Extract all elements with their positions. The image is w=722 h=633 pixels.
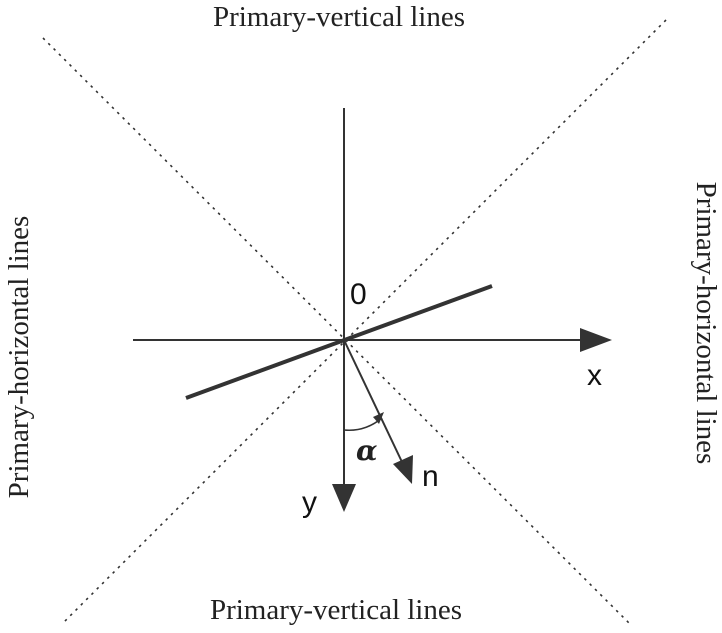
y-axis-arrowhead <box>332 484 356 512</box>
normal-vector-line <box>343 339 403 463</box>
y-axis-label: y <box>302 486 317 519</box>
diagonal-dotted-line-2 <box>61 19 667 625</box>
normal-vector-arrowhead <box>393 455 413 484</box>
angle-arc-arrowhead <box>373 412 384 424</box>
bottom-label: Primary-vertical lines <box>210 594 462 626</box>
right-label: Primary-horizontal lines <box>690 182 722 465</box>
top-label: Primary-vertical lines <box>213 1 465 33</box>
x-axis-arrowhead <box>580 328 612 352</box>
angle-label: α <box>356 434 378 467</box>
origin-label: 0 <box>350 278 367 311</box>
line-segment <box>185 284 493 400</box>
x-axis-label: x <box>587 359 602 392</box>
normal-label: n <box>422 460 439 493</box>
left-label: Primary-horizontal lines <box>3 216 35 499</box>
diagonal-dotted-line-1 <box>42 37 633 627</box>
